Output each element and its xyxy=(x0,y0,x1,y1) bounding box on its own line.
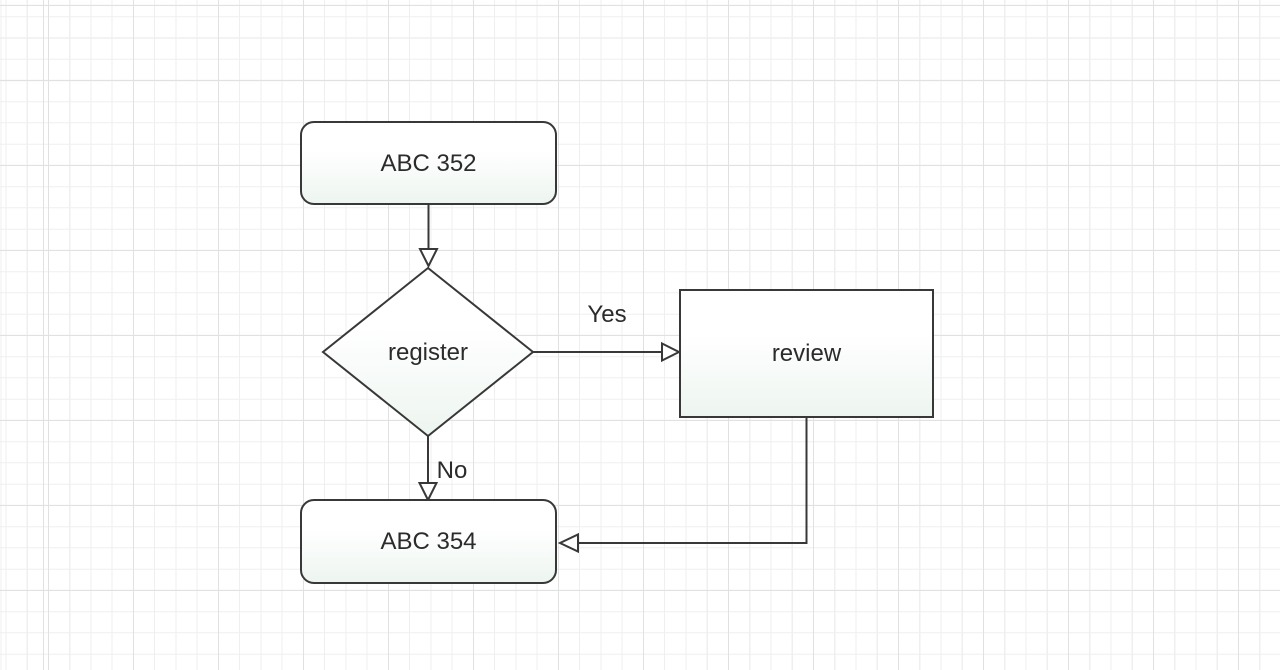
arrowhead-right-icon xyxy=(661,341,682,363)
edge-decision-end[interactable]: No xyxy=(417,436,468,503)
edge-decision-review[interactable]: Yes xyxy=(533,301,682,363)
node-start-shape[interactable] xyxy=(300,121,557,205)
node-end-shape[interactable] xyxy=(300,499,557,584)
node-review-label: review xyxy=(772,340,842,367)
node-review-shape[interactable] xyxy=(679,289,934,418)
node-end[interactable]: ABC 354 xyxy=(300,499,557,584)
node-review[interactable]: review xyxy=(679,289,934,418)
node-end-label: ABC 354 xyxy=(380,528,476,555)
edge-review-end-line[interactable] xyxy=(578,417,808,544)
edge-review-end[interactable] xyxy=(557,417,808,554)
edge-start-decision[interactable] xyxy=(418,205,439,269)
edge-label-no: No xyxy=(437,457,468,484)
node-start-label: ABC 352 xyxy=(380,150,476,177)
node-decision-label: register xyxy=(388,339,468,366)
edge-label-yes: Yes xyxy=(587,301,626,328)
node-decision[interactable]: register xyxy=(321,266,535,438)
arrowhead-left-icon xyxy=(557,532,579,554)
arrowhead-down-icon xyxy=(417,482,439,503)
arrowhead-down-icon xyxy=(418,248,439,269)
node-decision-shape[interactable] xyxy=(321,266,535,438)
node-start[interactable]: ABC 352 xyxy=(300,121,557,205)
